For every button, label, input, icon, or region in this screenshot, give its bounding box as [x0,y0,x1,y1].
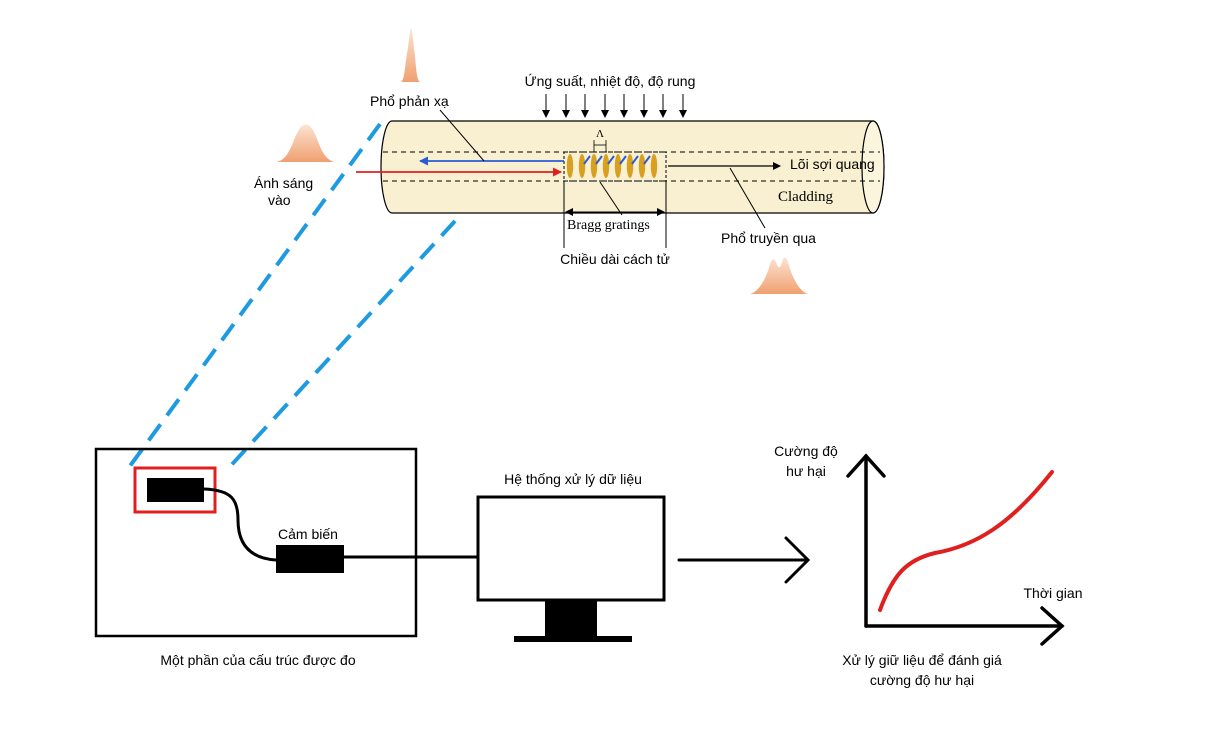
reflected-label-leader [439,109,485,162]
fbg-sensor-element [147,478,204,502]
input-light-label-line2: vào [268,192,291,208]
damage-curve [878,470,1054,612]
bragg-gratings-label: Bragg gratings [567,218,650,233]
graph-y-label-line2: hư hại [786,463,826,479]
reflected-spectrum-peak [401,28,420,82]
grating-length-dimension [563,181,667,248]
sensor-label: Cảm biến [278,526,338,542]
structure-caption: Một phần của cấu trúc được đo [160,652,355,668]
graph-y-label-line1: Cường độ [774,443,838,459]
output-arrow [677,536,811,584]
sensor-interrogator [276,545,344,573]
transmitted-label-leader [729,167,766,229]
bragg-grating [563,140,667,182]
structure-box [94,447,418,638]
core-label: Lõi sợi quang [790,156,875,172]
dashed-link-right [223,219,457,474]
graph-x-label: Thời gian [1024,585,1083,601]
transmitted-spectrum-peak [750,257,808,294]
grating-label-leader [599,181,623,216]
reflected-spectrum-label: Phổ phản xạ [370,93,449,109]
stress-label: Ứng suất, nhiệt độ, độ rung [525,73,696,89]
cladding-label: Cladding [778,189,833,205]
sensor-cable [203,487,277,562]
processing-title: Hệ thống xử lý dữ liệu [504,471,642,487]
graph-caption-line2: cường độ hư hại [870,672,974,688]
dashed-link-left [128,122,382,468]
grating-length-label: Chiều dài cách tử [560,251,670,267]
period-symbol: Λ [596,128,604,140]
damage-graph [846,453,1065,646]
transmitted-spectrum-label: Phổ truyền qua [721,230,816,246]
stress-arrows [542,94,687,118]
monitor-icon [476,495,666,642]
input-light-label-line1: Ánh sáng [254,175,313,191]
input-spectrum-peak [276,124,334,162]
graph-caption-line1: Xử lý giữ liệu để đánh giá [842,652,1002,668]
